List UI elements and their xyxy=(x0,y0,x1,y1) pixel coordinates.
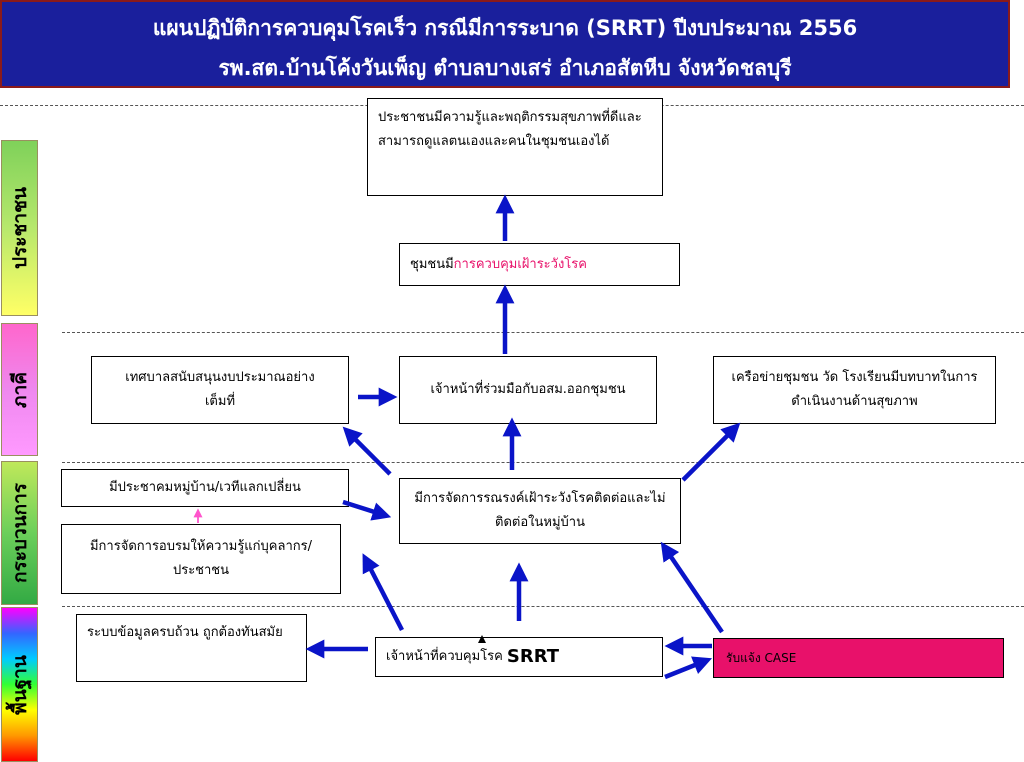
separator-2 xyxy=(62,462,1024,463)
municipality-box: เทศบาลสนับสนุนงบประมาณอย่างเต็มที่ xyxy=(91,356,349,424)
separator-1 xyxy=(62,332,1024,333)
arrow-campaign-to-municipality xyxy=(342,426,392,476)
campaign-box: มีการจัดการรณรงค์เฝ้าระวังโรคติดต่อและไม… xyxy=(399,478,681,544)
band-people: ประชาชน xyxy=(1,140,38,316)
arrow-campaign-to-network xyxy=(681,422,741,482)
header-title: แผนปฏิบัติการควบคุมโรคเร็ว กรณีมีการระบา… xyxy=(152,16,858,40)
network-box: เครือข่ายชุมชน วัด โรงเรียนมีบทบาทในการด… xyxy=(713,356,996,424)
srrt-prefix: เจ้าหน้าที่ควบคุมโรค xyxy=(386,649,503,664)
community-highlight: การควบคุมเฝ้าระวังโรค xyxy=(453,256,587,272)
municipality-text: เทศบาลสนับสนุนงบประมาณอย่างเต็มที่ xyxy=(125,370,315,409)
band-partners: ภาคี xyxy=(1,323,38,456)
arrow-forum-to-campaign xyxy=(342,499,392,521)
officer-collab-text: เจ้าหน้าที่ร่วมมือกับอสม.ออกชุมชน xyxy=(430,382,626,397)
officer-collab-box: เจ้าหน้าที่ร่วมมือกับอสม.ออกชุมชน xyxy=(399,356,657,424)
goal-box: ประชาชนมีความรู้และพฤติกรรมสุขภาพที่ดีแล… xyxy=(367,98,663,196)
village-forum-text: มีประชาคมหมู่บ้าน/เวทีแลกเปลี่ยน xyxy=(109,480,301,495)
separator-3 xyxy=(62,606,1024,607)
community-box: ชุมชนมีการควบคุมเฝ้าระวังโรค xyxy=(399,243,680,286)
network-text: เครือข่ายชุมชน วัด โรงเรียนมีบทบาทในการด… xyxy=(731,370,978,409)
goal-text: ประชาชนมีความรู้และพฤติกรรมสุขภาพที่ดีแล… xyxy=(378,110,642,149)
database-box: ระบบข้อมูลครบถ้วน ถูกต้องทันสมัย xyxy=(76,614,307,682)
case-text: รับแจ้ง CASE xyxy=(726,651,797,665)
srrt-box: เจ้าหน้าที่ควบคุมโรค SRRT xyxy=(375,637,663,677)
band-process: กระบวนการ xyxy=(1,461,38,605)
case-box: รับแจ้ง CASE xyxy=(713,638,1004,678)
database-text: ระบบข้อมูลครบถ้วน ถูกต้องทันสมัย xyxy=(87,625,283,640)
training-box: มีการจัดการอบรมให้ความรู้แก่บุคลากร/ประช… xyxy=(61,524,341,594)
village-forum-box: มีประชาคมหมู่บ้าน/เวทีแลกเปลี่ยน xyxy=(61,469,349,507)
arrow-case-to-campaign xyxy=(660,541,724,634)
campaign-text: มีการจัดการรณรงค์เฝ้าระวังโรคติดต่อและไม… xyxy=(414,491,666,530)
srrt-suffix: SRRT xyxy=(506,646,560,667)
training-text: มีการจัดการอบรมให้ความรู้แก่บุคลากร/ประช… xyxy=(89,539,312,578)
band-foundation: พื้นฐาน xyxy=(1,607,38,762)
header-subtitle: รพ.สต.บ้านโค้งวันเพ็ญ ตำบลบางเสร่ อำเภอส… xyxy=(218,56,792,80)
header-banner: แผนปฏิบัติการควบคุมโรคเร็ว กรณีมีการระบา… xyxy=(0,0,1010,88)
community-prefix: ชุมชนมี xyxy=(410,256,454,272)
arrow-srrt-to-case xyxy=(664,656,713,680)
small-triangle-marker xyxy=(478,635,486,643)
arrow-srrt-to-training xyxy=(362,553,405,632)
